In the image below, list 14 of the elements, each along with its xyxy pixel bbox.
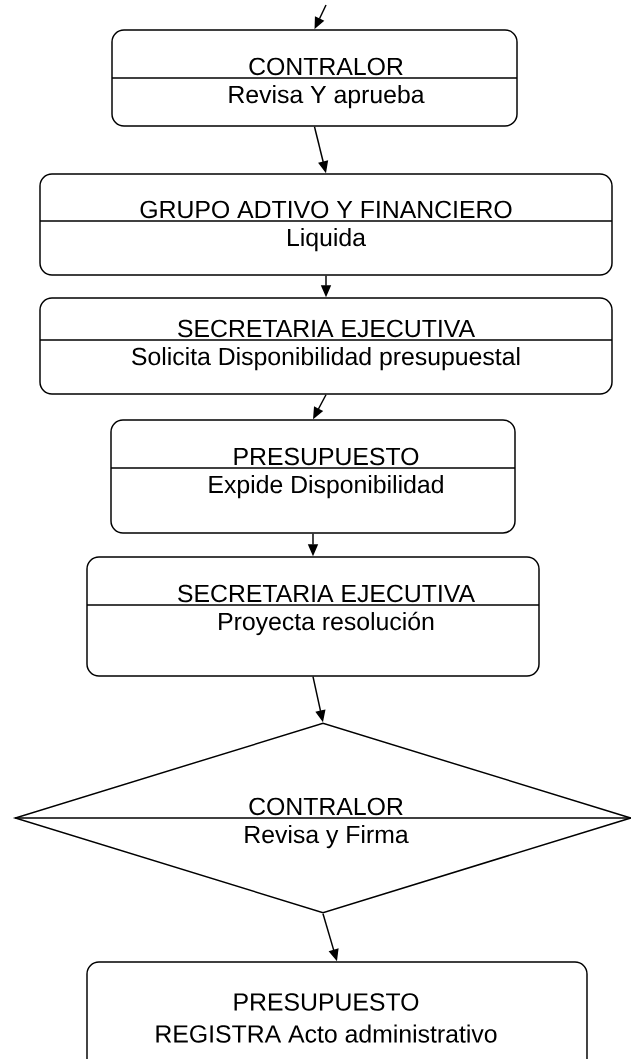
heading-text: CONTRALOR xyxy=(249,797,403,816)
step-text: Proyecta resolución xyxy=(219,611,434,636)
step-text: Revisa y Firma xyxy=(245,825,409,849)
step-text: Expide Disponibilidad xyxy=(209,475,443,499)
heading-text: PRESUPUESTO xyxy=(234,447,419,466)
step-text: Solicita Disponibilidad presupuestal xyxy=(132,347,520,371)
heading-text: GRUPO ADTIVO Y FINANCIERO xyxy=(140,200,512,219)
heading-text: CONTRALOR xyxy=(249,57,403,76)
heading-text: SECRETARIA EJECUTIVA xyxy=(178,584,475,603)
heading-text: PRESUPUESTO xyxy=(234,993,419,1011)
step-text: Liquida xyxy=(288,228,366,252)
step-text: Revisa Y aprueba xyxy=(229,85,425,109)
heading-text: SECRETARIA EJECUTIVA xyxy=(178,319,475,338)
step-text: REGISTRA Acto administrativo xyxy=(156,1024,497,1043)
